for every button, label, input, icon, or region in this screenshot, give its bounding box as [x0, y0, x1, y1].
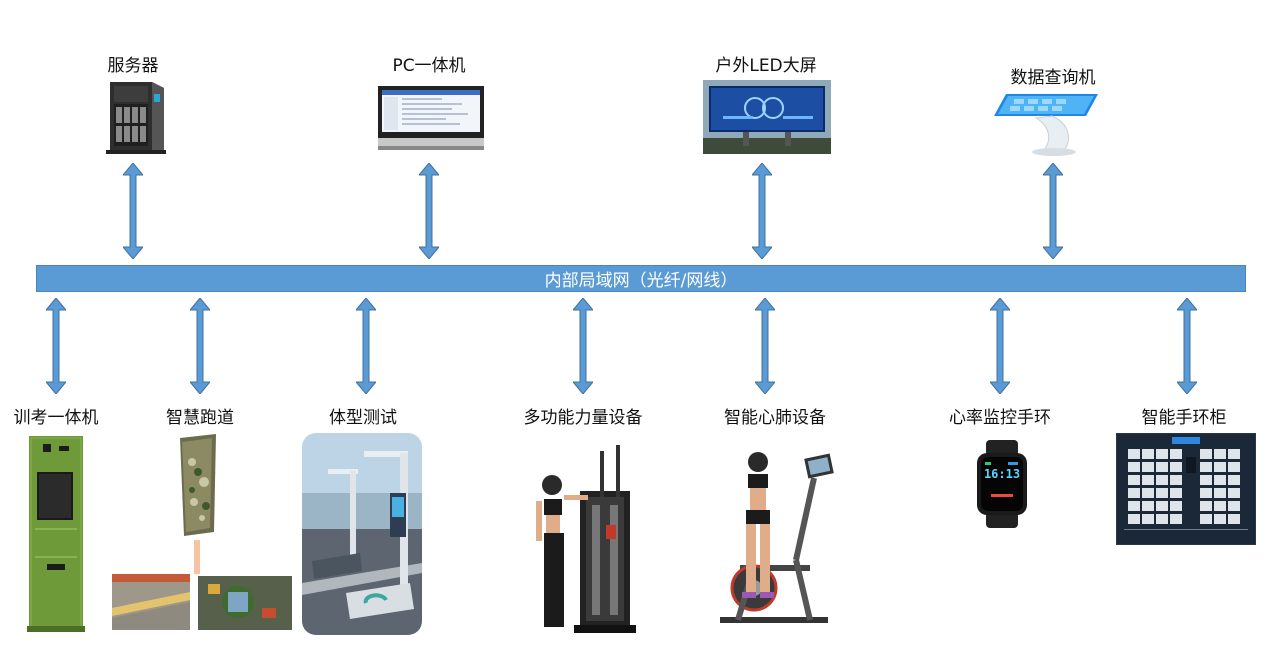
arrow-led-network — [752, 163, 772, 259]
label-query-kiosk: 数据查询机 — [1010, 68, 1096, 88]
arrow-network-hr-band — [990, 298, 1010, 394]
label-pc-all-in-one: PC一体机 — [392, 56, 466, 76]
body-test-image — [302, 433, 422, 635]
band-cabinet-image — [1116, 433, 1256, 545]
label-smart-track: 智慧跑道 — [166, 408, 234, 428]
arrow-network-strength — [573, 298, 593, 394]
watch-time: 16:13 — [983, 467, 1021, 481]
arrow-network-training-terminal — [46, 298, 66, 394]
label-hr-band: 心率监控手环 — [949, 408, 1051, 428]
label-outdoor-led: 户外LED大屏 — [715, 56, 817, 76]
lan-bus: 内部局域网（光纤/网线） — [36, 265, 1246, 292]
label-body-test: 体型测试 — [329, 408, 397, 428]
arrow-server-network — [123, 163, 143, 259]
lan-bus-label: 内部局域网（光纤/网线） — [544, 271, 738, 291]
outdoor-led-image — [703, 80, 831, 154]
label-server: 服务器 — [107, 56, 159, 76]
label-band-cabinet: 智能手环柜 — [1141, 408, 1227, 428]
label-strength-equipment: 多功能力量设备 — [523, 408, 643, 428]
query-kiosk-image — [992, 90, 1100, 158]
arrow-network-body-test — [356, 298, 376, 394]
arrow-kiosk-network — [1043, 163, 1063, 259]
label-cardio-equipment: 智能心肺设备 — [724, 408, 826, 428]
arrow-network-cardio — [755, 298, 775, 394]
server-image — [102, 80, 168, 155]
label-training-terminal: 训考一体机 — [13, 408, 99, 428]
training-terminal-image — [27, 436, 85, 632]
pc-all-in-one-image — [378, 86, 484, 152]
smart-track-image — [112, 432, 294, 632]
arrow-network-smart-track — [190, 298, 210, 394]
strength-equipment-image — [526, 445, 640, 635]
arrow-pc-network — [419, 163, 439, 259]
cardio-equipment-image — [710, 448, 840, 634]
arrow-network-band-cabinet — [1177, 298, 1197, 394]
hr-band-image: 16:13 — [976, 440, 1028, 528]
